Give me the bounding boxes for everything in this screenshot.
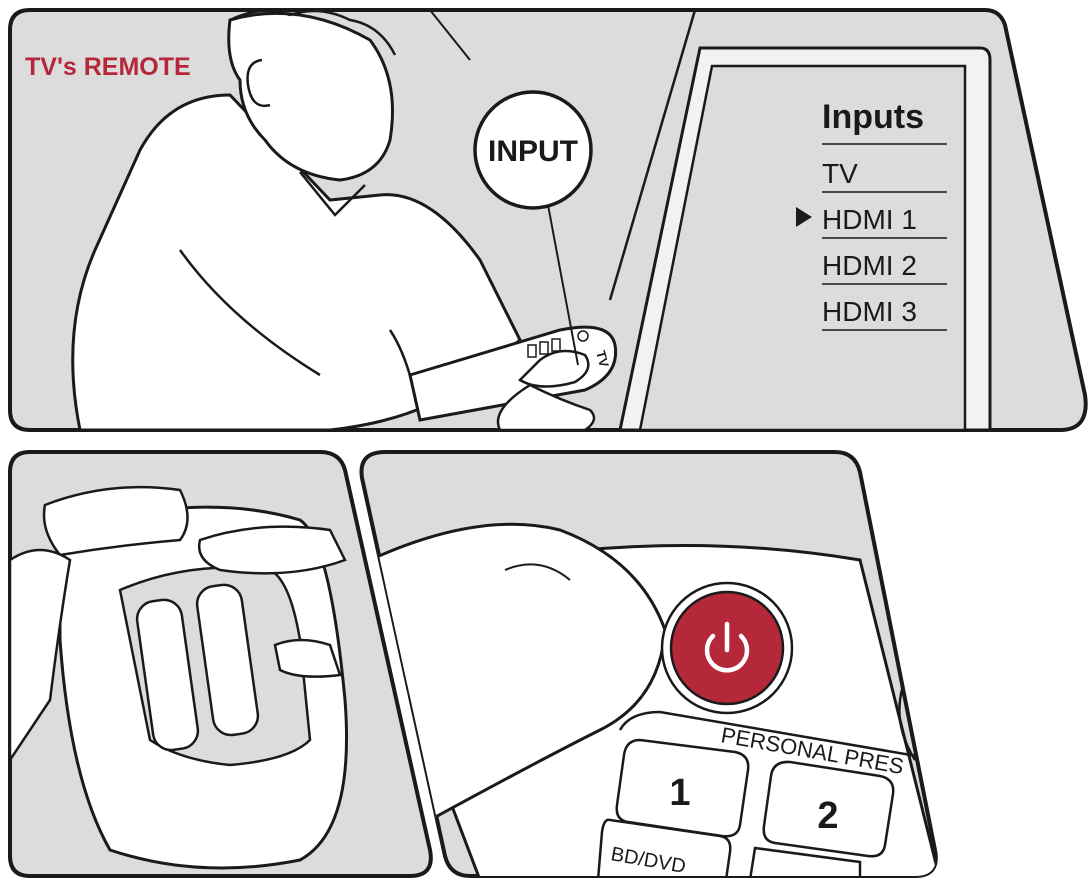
battery-panel xyxy=(10,452,431,876)
input-button-label: INPUT xyxy=(488,135,578,168)
inputs-menu-item: HDMI 3 xyxy=(822,296,917,327)
inputs-menu-item: HDMI 2 xyxy=(822,250,917,281)
preset-2-button[interactable]: 2 xyxy=(764,762,894,856)
remote-caption: TV's REMOTE xyxy=(25,53,191,81)
preset-1-label: 1 xyxy=(669,772,690,814)
inputs-menu-item: HDMI 1 xyxy=(822,204,917,235)
preset-2-label: 2 xyxy=(817,795,838,837)
inputs-menu-item: TV xyxy=(822,158,858,189)
hand xyxy=(199,527,345,574)
power-button[interactable] xyxy=(662,583,792,713)
power-panel: PERSONAL PRES 1 2 BD/DVD xyxy=(361,452,940,880)
input-button-callout: INPUT xyxy=(475,92,591,208)
preset-1-button[interactable]: 1 xyxy=(617,740,749,836)
inputs-menu-title: Inputs xyxy=(822,98,924,136)
